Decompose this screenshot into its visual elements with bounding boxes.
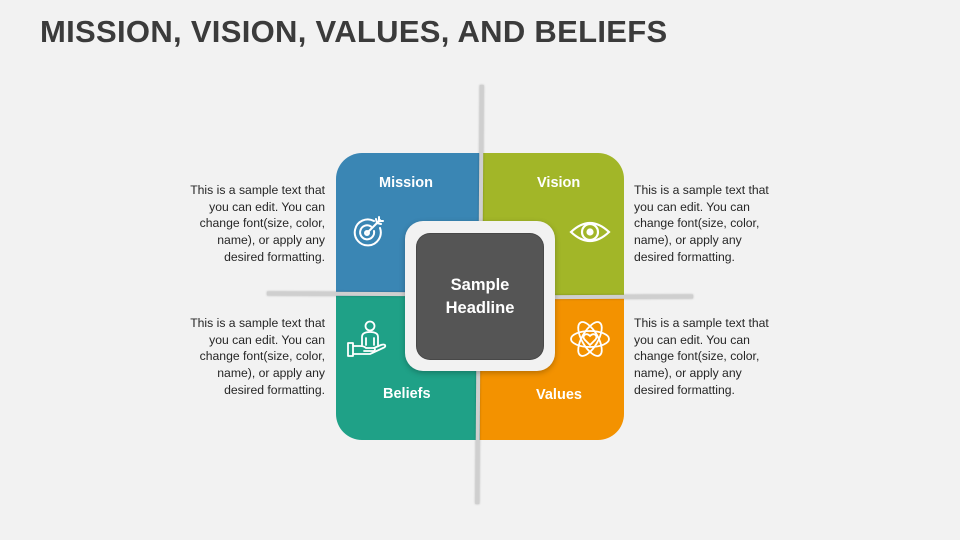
headline-line-2: Headline: [445, 298, 515, 317]
desc-line: This is a sample text that: [634, 183, 769, 197]
desc-line: name), or apply any: [217, 366, 325, 381]
values-label: Values: [536, 387, 582, 403]
description-bottom-left: This is a sample text that you can edit.…: [180, 315, 325, 399]
desc-line: name), or apply any: [217, 233, 325, 248]
desc-line: desired formatting.: [634, 382, 735, 397]
desc-line: change font(size, color,: [199, 216, 325, 231]
desc-line: change font(size, color,: [199, 349, 325, 364]
desc-line: desired formatting.: [224, 382, 325, 397]
desc-line: desired formatting.: [224, 249, 325, 264]
mission-label: Mission: [379, 175, 433, 191]
desc-line: you can edit. You can: [634, 199, 750, 214]
desc-line: This is a sample text that: [190, 316, 325, 330]
eye-icon: [569, 221, 611, 243]
desc-line: desired formatting.: [634, 249, 735, 264]
slide-title: MISSION, VISION, VALUES, AND BELIEFS: [40, 14, 668, 49]
atom-heart-icon: [570, 321, 610, 357]
beliefs-label: Beliefs: [383, 386, 431, 402]
desc-line: you can edit. You can: [209, 199, 325, 214]
vision-label: Vision: [537, 175, 581, 191]
desc-line: name), or apply any: [634, 233, 742, 248]
desc-line: This is a sample text that: [190, 183, 325, 197]
headline-line-1: Sample: [450, 275, 510, 294]
description-top-left: This is a sample text that you can edit.…: [180, 182, 325, 266]
desc-line: you can edit. You can: [634, 332, 750, 347]
desc-line: you can edit. You can: [209, 332, 325, 347]
desc-line: This is a sample text that: [634, 316, 769, 330]
description-bottom-right: This is a sample text that you can edit.…: [634, 315, 779, 399]
desc-line: name), or apply any: [634, 366, 742, 381]
center-headline-box: Sample Headline: [416, 233, 544, 360]
hand-person-icon: [347, 320, 387, 357]
target-icon: [353, 216, 384, 247]
desc-line: change font(size, color,: [634, 216, 760, 231]
description-top-right: This is a sample text that you can edit.…: [634, 182, 779, 266]
desc-line: change font(size, color,: [634, 349, 760, 364]
